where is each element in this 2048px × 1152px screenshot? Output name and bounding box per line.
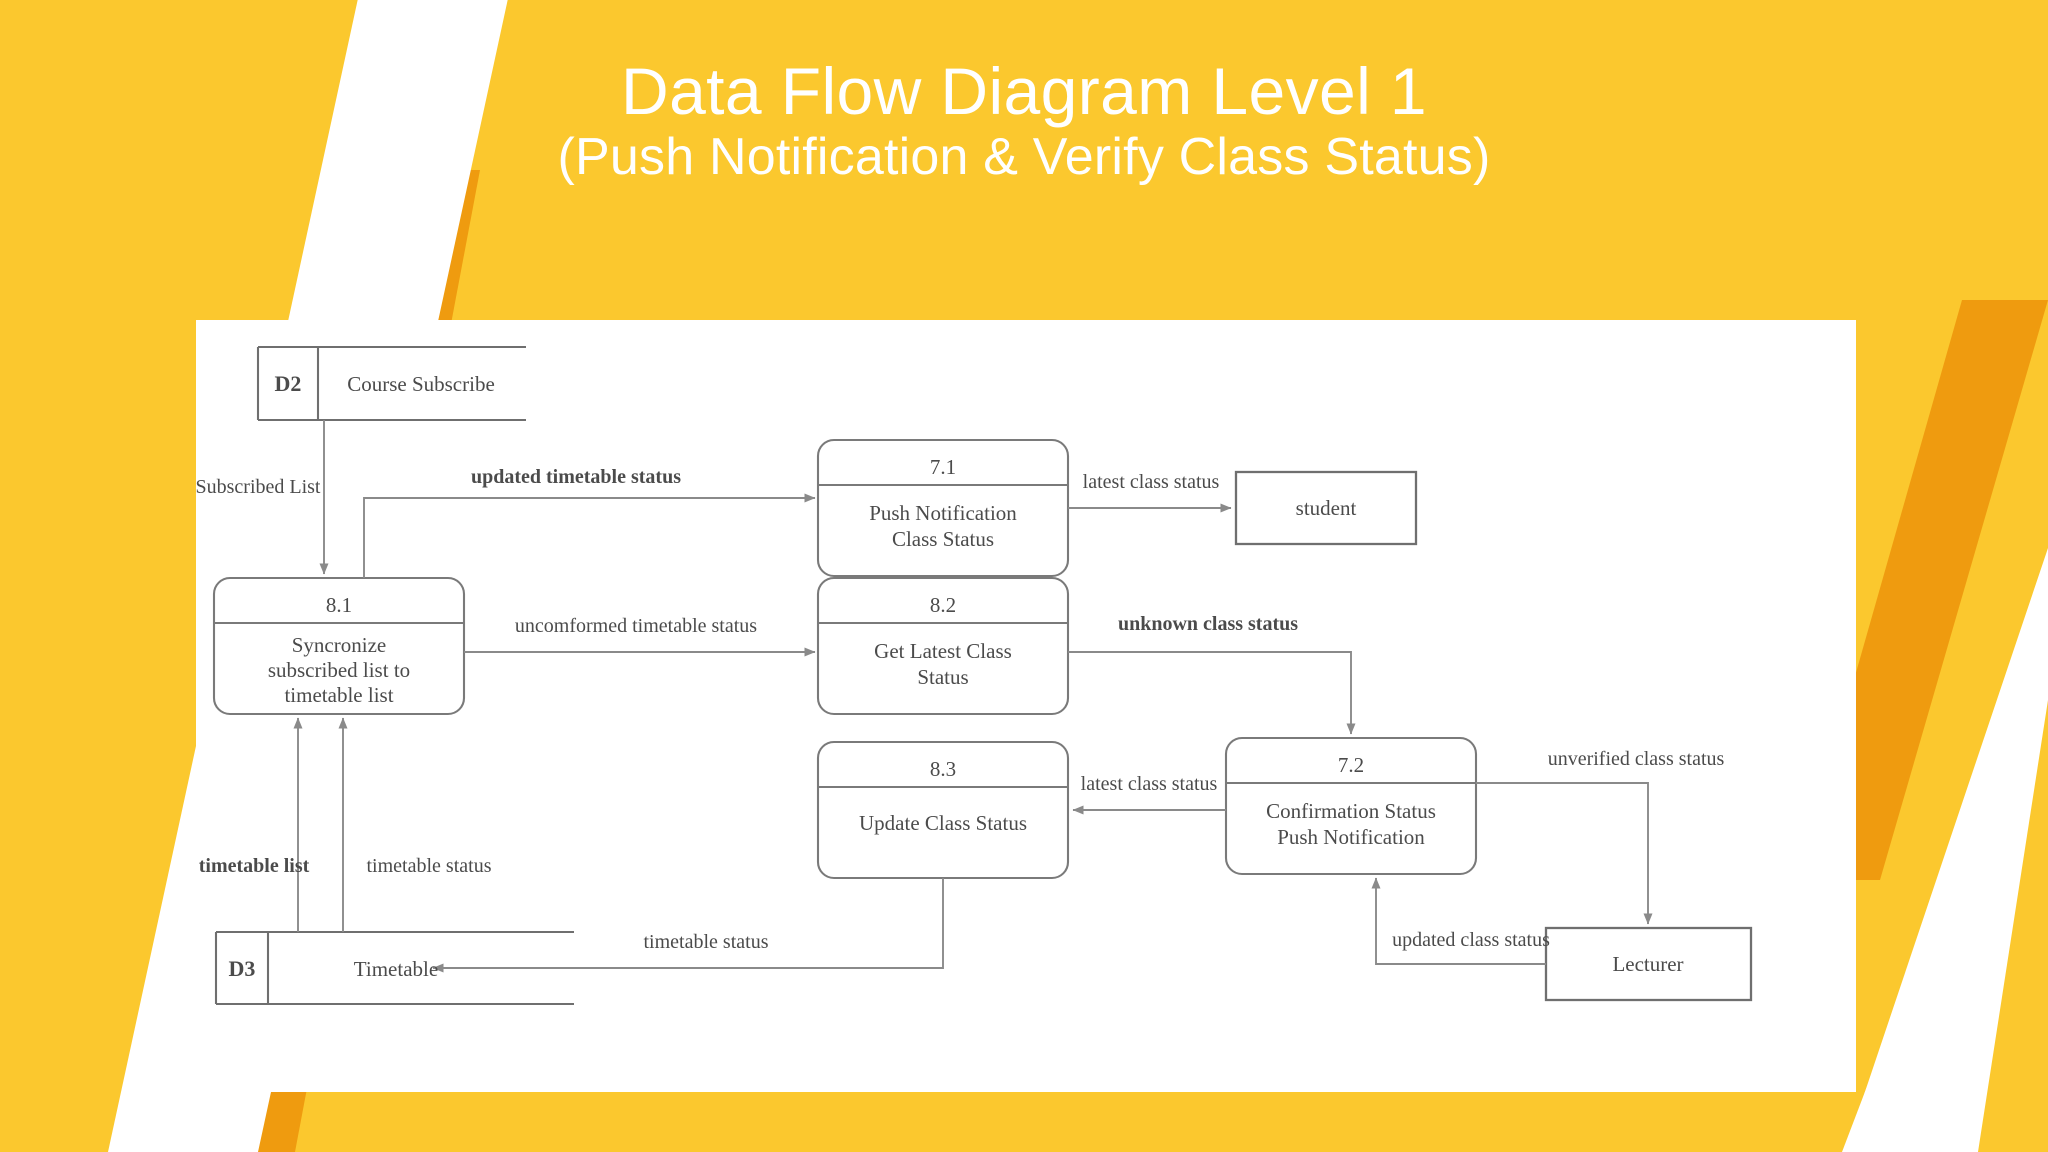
flow-latest-class-status-8-3: latest class status	[1072, 773, 1226, 815]
diagram-panel: D2 Course Subscribe Subscribed List 8.1 …	[196, 320, 1856, 1092]
process-7-1-label-1: Push Notification	[869, 501, 1017, 525]
flow-timetable-status-to-d3: timetable status	[432, 878, 944, 973]
flow-uncomformed-timetable-status: uncomformed timetable status	[464, 615, 816, 657]
process-7-1[interactable]: 7.1 Push Notification Class Status	[816, 438, 1070, 578]
flow-label-unknown-class-status: unknown class status	[1118, 613, 1298, 635]
external-entity-lecturer[interactable]: Lecturer	[1544, 926, 1753, 1002]
process-8-1-label-3: timetable list	[284, 683, 393, 707]
process-7-1-label-2: Class Status	[892, 527, 994, 551]
data-store-d3[interactable]: D3 Timetable	[214, 930, 574, 1006]
data-store-d2[interactable]: D2 Course Subscribe	[256, 345, 526, 422]
flow-label-latest-class-status-student: latest class status	[1083, 471, 1220, 493]
process-8-3[interactable]: 8.3 Update Class Status	[816, 740, 1070, 880]
flow-label-latest-class-status-8-3: latest class status	[1081, 773, 1218, 795]
flow-label-updated-timetable-status: updated timetable status	[471, 466, 681, 488]
flow-timetable-status-to-8-1: timetable status	[338, 717, 492, 932]
process-8-3-label-1: Update Class Status	[859, 811, 1027, 835]
flow-label-subscribed-list: Subscribed List	[196, 476, 321, 498]
process-8-1-label-1: Syncronize	[292, 633, 386, 657]
process-8-1[interactable]: 8.1 Syncronize subscribed list to timeta…	[212, 576, 466, 716]
process-7-2[interactable]: 7.2 Confirmation Status Push Notificatio…	[1224, 736, 1478, 876]
process-8-2[interactable]: 8.2 Get Latest Class Status	[816, 576, 1070, 716]
flow-updated-timetable-status: updated timetable status	[363, 466, 816, 578]
external-entity-student[interactable]: student	[1234, 470, 1418, 546]
process-8-2-label-2: Status	[917, 665, 968, 689]
process-8-1-label-2: subscribed list to	[268, 658, 410, 682]
flow-unknown-class-status: unknown class status	[1068, 613, 1356, 735]
flow-timetable-list: timetable list	[199, 717, 310, 932]
decor-slash-orange-right	[1797, 300, 2048, 880]
data-flow-diagram: D2 Course Subscribe Subscribed List 8.1 …	[196, 345, 1753, 1006]
flow-label-timetable-status-to-8-1: timetable status	[367, 855, 492, 877]
process-7-2-label-2: Push Notification	[1277, 825, 1425, 849]
flow-label-timetable-list: timetable list	[199, 855, 310, 877]
flow-label-timetable-status-to-d3: timetable status	[644, 931, 769, 953]
flow-latest-class-status-student: latest class status	[1068, 471, 1232, 513]
decor-slash-white-right-2	[1844, 548, 2048, 1152]
flow-unverified-class-status: unverified class status	[1476, 748, 1725, 925]
process-8-2-label-1: Get Latest Class	[874, 639, 1012, 663]
data-store-d2-id: D2	[275, 371, 302, 396]
process-7-2-label-1: Confirmation Status	[1266, 799, 1436, 823]
external-entity-student-label: student	[1296, 496, 1357, 520]
process-7-2-number: 7.2	[1338, 753, 1364, 777]
process-8-3-number: 8.3	[930, 757, 956, 781]
process-8-1-number: 8.1	[326, 593, 352, 617]
process-8-2-number: 8.2	[930, 593, 956, 617]
data-store-d2-name: Course Subscribe	[347, 372, 495, 396]
data-store-d3-id: D3	[229, 956, 256, 981]
external-entity-lecturer-label: Lecturer	[1612, 952, 1683, 976]
flow-updated-class-status: updated class status	[1371, 877, 1550, 965]
flow-label-unverified-class-status: unverified class status	[1548, 748, 1725, 770]
flow-subscribed-list: Subscribed List	[196, 420, 329, 575]
flow-label-uncomformed-timetable-status: uncomformed timetable status	[515, 615, 757, 637]
data-store-d3-name: Timetable	[354, 957, 438, 981]
process-7-1-number: 7.1	[930, 455, 956, 479]
flow-label-updated-class-status: updated class status	[1392, 929, 1550, 951]
